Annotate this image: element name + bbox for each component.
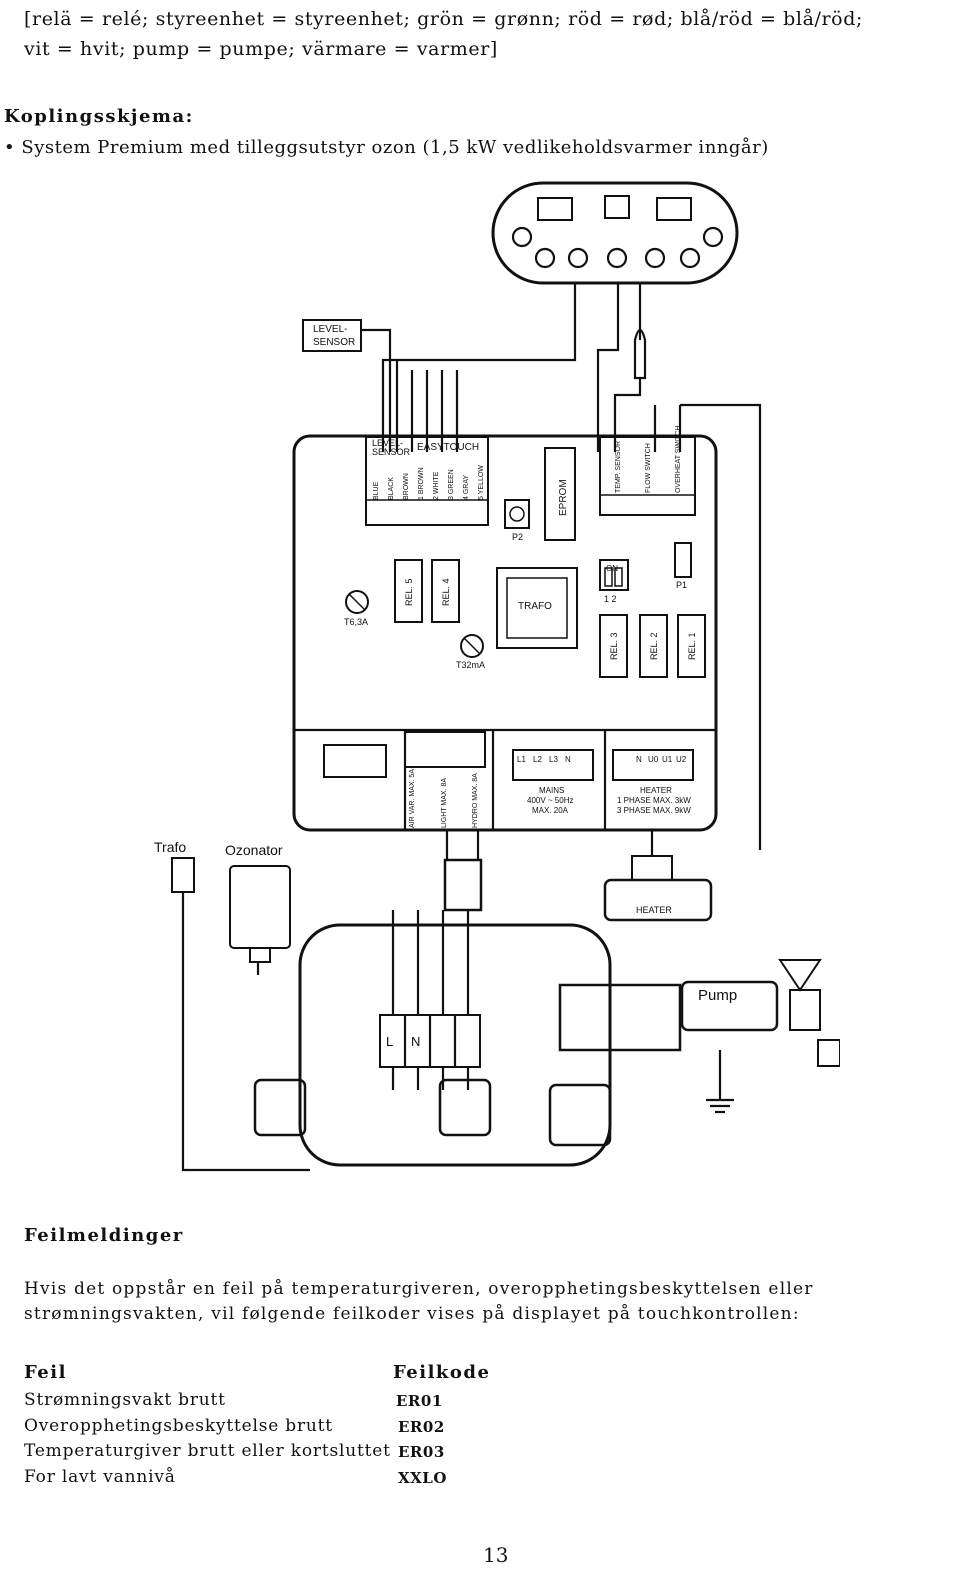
terminal-black: BLACK [388, 477, 395, 500]
relay-4-label: REL. 4 [441, 578, 451, 606]
eprom-label: EPROM [558, 479, 569, 516]
heater-terminal-n: N [636, 755, 642, 764]
aux-hydro-label: HYDRO MAX. 8A [472, 773, 479, 828]
table-row-4-feil: For lavt vannivå [24, 1467, 176, 1487]
aux-air-var-label: AIR VAR. MAX. 5A [409, 769, 416, 828]
errors-paragraph-line-1: Hvis det oppstår en feil på temperaturgi… [24, 1279, 814, 1299]
table-row-2-kode: ER02 [398, 1418, 445, 1436]
terminal-2-white: 2 WHITE [433, 471, 440, 500]
p2-label: P2 [512, 532, 523, 542]
errors-heading: Feilmeldinger [24, 1225, 184, 1246]
mains-voltage: 400V ~ 50Hz [527, 796, 573, 805]
relay-5-label: REL. 5 [404, 578, 414, 606]
heater-board-label: HEATER [640, 786, 672, 795]
pump-label: Pump [698, 987, 737, 1004]
dip-on-label: ON [606, 564, 618, 573]
terminal-temp-sensor: TEMP. SENSOR [615, 441, 622, 493]
table-row-2-feil: Overopphetingsbeskyttelse brutt [24, 1416, 333, 1436]
legend-line-2: vit = hvit; pump = pumpe; värmare = varm… [24, 38, 498, 60]
mains-max: MAX. 20A [532, 806, 569, 815]
mains-terminal-n: N [565, 755, 571, 764]
terminal-brown: BROWN [403, 473, 410, 500]
easytouch-label: EASYTOUCH [417, 442, 479, 453]
mains-label: MAINS [539, 786, 564, 795]
heater-terminal-u1: U1 [662, 755, 673, 764]
terminal-flow-switch: FLOW SWITCH [645, 443, 652, 493]
ozonator-label: Ozonator [225, 842, 283, 858]
errors-paragraph-line-2: strømningsvakten, vil følgende feilkoder… [24, 1304, 800, 1324]
terminal-3-green: 3 GREEN [448, 469, 455, 500]
wiring-bullet: • System Premium med tilleggsutstyr ozon… [4, 137, 769, 158]
relay-2-label: REL. 2 [649, 632, 659, 660]
table-row-4-kode: XXLO [398, 1469, 447, 1487]
trafo-board-label: TRAFO [518, 601, 552, 612]
wiring-diagram: LEVEL- SENSOR LEVEL- SENSOR EASYTOUCH P2… [154, 181, 840, 1172]
board-level-sensor-1: LEVEL- [372, 438, 403, 448]
legend-line-1: [relä = relé; styreenhet = styreenhet; g… [24, 8, 863, 30]
relay-1-label: REL. 1 [687, 632, 697, 660]
heater-3phase: 3 PHASE MAX. 9kW [617, 806, 691, 815]
heater-terminal-u0: U0 [648, 755, 659, 764]
heater-terminal-u2: U2 [676, 755, 687, 764]
heater-element-label: HEATER [636, 905, 672, 915]
relay-3-label: REL. 3 [609, 632, 619, 660]
heater-1phase: 1 PHASE MAX. 3kW [617, 796, 691, 805]
block-terminal-n: N [411, 1034, 420, 1049]
table-header-feilkode: Feilkode [393, 1362, 491, 1383]
level-sensor-tag-line-1: LEVEL- [313, 324, 347, 335]
wiring-bullet-text: System Premium med tilleggsutstyr ozon (… [21, 137, 769, 158]
aux-light-label: LIGHT MAX. 8A [441, 778, 448, 828]
dip-numbers: 1 2 [604, 594, 617, 604]
board-level-sensor-2: SENSOR [372, 447, 411, 457]
mains-terminal-l3: L3 [549, 755, 558, 764]
bullet-dot: • [4, 137, 16, 158]
level-sensor-tag-line-2: SENSOR [313, 337, 355, 348]
terminal-5-yellow: 5 YELLOW [478, 465, 485, 500]
table-row-3-kode: ER03 [398, 1443, 445, 1461]
mains-terminal-l1: L1 [517, 755, 526, 764]
control-panel [491, 181, 739, 285]
page-number: 13 [483, 1543, 509, 1567]
p1-label: P1 [676, 580, 687, 590]
table-row-1-feil: Strømningsvakt brutt [24, 1390, 226, 1410]
table-row-3-feil: Temperaturgiver brutt eller kortsluttet [24, 1441, 391, 1461]
mains-terminal-l2: L2 [533, 755, 542, 764]
wiring-heading: Koplingsskjema: [4, 106, 194, 127]
fuse-t32ma-label: T32mA [456, 660, 485, 670]
table-row-1-kode: ER01 [396, 1392, 443, 1410]
terminal-4-gray: 4 GRAY [463, 475, 470, 500]
terminal-overheat-switch: OVERHEAT SWITCH [675, 426, 682, 493]
block-terminal-l: L [386, 1034, 393, 1049]
terminal-blue: BLUE [373, 481, 380, 500]
table-header-feil: Feil [24, 1362, 67, 1383]
trafo-device-label: Trafo [154, 839, 186, 855]
terminal-1-brown: 1 BROWN [418, 467, 425, 500]
fuse-t63a-label: T6,3A [344, 617, 368, 627]
